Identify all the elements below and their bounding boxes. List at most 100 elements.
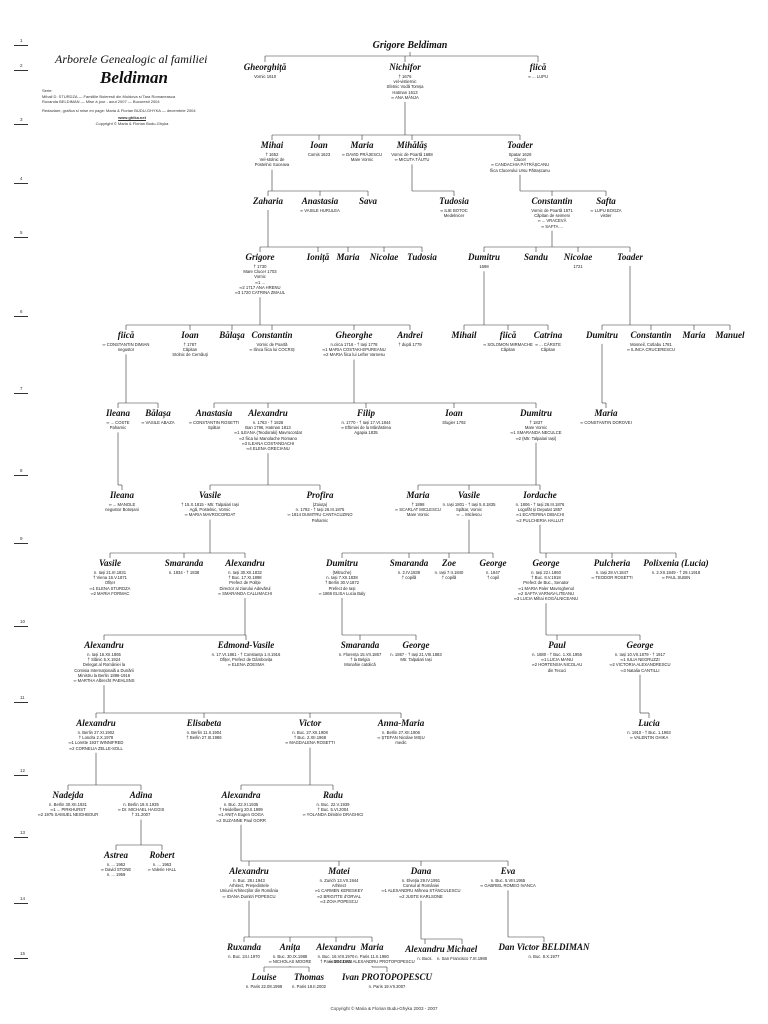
- person-name[interactable]: Nichifor: [389, 62, 421, 72]
- person-name[interactable]: Profira: [306, 490, 334, 500]
- person-detail-line: ∞ MARIA MAVROCORDAT: [184, 512, 236, 518]
- person-name[interactable]: Maria: [336, 252, 360, 262]
- person-name[interactable]: Alexandru: [316, 942, 356, 952]
- person-name[interactable]: Constantin: [531, 196, 573, 206]
- person-name[interactable]: Dana: [410, 866, 432, 876]
- person-name[interactable]: Ioan: [310, 140, 328, 150]
- person-name[interactable]: Maria: [406, 490, 430, 500]
- person-name[interactable]: Ioan: [181, 330, 199, 340]
- person-name[interactable]: Zoe: [442, 558, 456, 568]
- person-name[interactable]: Mihail: [451, 330, 477, 340]
- person-name[interactable]: Ivan PROTOPOPESCU: [341, 972, 433, 982]
- person-name[interactable]: George: [532, 558, 560, 568]
- person-name[interactable]: Tudosia: [439, 196, 469, 206]
- person-name[interactable]: Vasile: [98, 558, 122, 568]
- person-detail-line: medic: [395, 740, 407, 746]
- person-name[interactable]: Dumitru: [519, 408, 553, 418]
- person-name[interactable]: Vasile: [457, 490, 481, 500]
- person-name[interactable]: Smaranda: [340, 640, 380, 650]
- person-name[interactable]: Robert: [149, 850, 175, 860]
- person-name[interactable]: Filip: [356, 408, 376, 418]
- person-name[interactable]: Maria: [360, 942, 384, 952]
- person-name[interactable]: George: [479, 558, 507, 568]
- person-name[interactable]: Alexandra: [221, 790, 261, 800]
- person-name[interactable]: Lucia: [638, 718, 660, 728]
- person-name[interactable]: Matei: [328, 866, 350, 876]
- person-name[interactable]: Zaharia: [252, 196, 284, 206]
- person-name[interactable]: Ioniță: [306, 252, 330, 262]
- person-name[interactable]: Sandu: [523, 252, 549, 262]
- person-name[interactable]: Ileana: [105, 408, 131, 418]
- person-name[interactable]: Anița: [279, 942, 301, 952]
- person-name[interactable]: Anastasia: [195, 408, 233, 418]
- person-name[interactable]: Safta: [596, 196, 616, 206]
- website-link[interactable]: www.ghika.net: [118, 115, 146, 120]
- person-name[interactable]: Alexandru: [229, 866, 269, 876]
- person-name[interactable]: Dumitru: [585, 330, 619, 340]
- person-detail-line: ∞ ... CĂRSTE: [535, 342, 561, 347]
- person-name[interactable]: Eva: [500, 866, 516, 876]
- person-name[interactable]: Dumitru: [467, 252, 501, 262]
- person-name[interactable]: Elisabeta: [186, 718, 222, 728]
- person-name[interactable]: Ioan: [445, 408, 463, 418]
- person-name[interactable]: Bălașa: [145, 408, 171, 418]
- person-name[interactable]: Sava: [359, 196, 377, 206]
- person-name[interactable]: fiică: [529, 62, 547, 72]
- person-name[interactable]: Edmond-Vasile: [217, 640, 275, 650]
- person-name[interactable]: Tudosia: [407, 252, 437, 262]
- person-name[interactable]: Gheorghe: [335, 330, 373, 340]
- person-name[interactable]: Maria: [682, 330, 706, 340]
- person-name[interactable]: Bălaşa: [219, 330, 245, 340]
- person-name[interactable]: Alexandru: [84, 640, 124, 650]
- person-name[interactable]: Ruxanda: [226, 942, 262, 952]
- person-name[interactable]: Toader: [507, 140, 533, 150]
- person-name[interactable]: Adina: [129, 790, 153, 800]
- person-name[interactable]: Alexandru: [225, 558, 265, 568]
- person-name[interactable]: Victor: [298, 718, 322, 728]
- person-name[interactable]: Dumitru: [325, 558, 359, 568]
- person-details: n. 1847† copil: [448, 570, 538, 580]
- person-name[interactable]: Dan Victor BELDIMAN: [498, 942, 590, 952]
- person-detail-line: ∞1 LUCIA MANU: [540, 657, 574, 663]
- person-name[interactable]: Anastasia: [301, 196, 339, 206]
- person-name[interactable]: Michael: [446, 944, 478, 954]
- person-name[interactable]: Maria: [350, 140, 374, 150]
- person-name[interactable]: Toader: [617, 252, 643, 262]
- person-name[interactable]: Andrei: [397, 330, 423, 340]
- person-name[interactable]: Vasile: [198, 490, 222, 500]
- person-details: 1721: [533, 264, 623, 269]
- person-name[interactable]: Ileana: [109, 490, 135, 500]
- person-name[interactable]: Astrea: [103, 850, 129, 860]
- person-name[interactable]: Smaranda: [389, 558, 429, 568]
- person-name[interactable]: Alexandru: [405, 944, 445, 954]
- person-name[interactable]: Pulcheria: [593, 558, 631, 568]
- person-name[interactable]: Nicolae: [563, 252, 593, 262]
- person-name[interactable]: Thomas: [293, 972, 325, 982]
- person-name[interactable]: Paul: [548, 640, 566, 650]
- person-name[interactable]: Manuel: [715, 330, 745, 340]
- person-name[interactable]: Alexandru: [76, 718, 116, 728]
- person-name[interactable]: fiică: [117, 330, 135, 340]
- person-name[interactable]: Alexandru: [248, 408, 288, 418]
- person-name[interactable]: George: [626, 640, 654, 650]
- person-name[interactable]: Maria: [594, 408, 618, 418]
- person-detail-line: † 1837: [529, 420, 543, 425]
- person-name[interactable]: Nicolae: [369, 252, 399, 262]
- person-name[interactable]: Anna-Maria: [377, 718, 425, 728]
- person-name[interactable]: Mihălăș: [396, 140, 428, 150]
- person-name[interactable]: Catrina: [533, 330, 563, 340]
- person-name[interactable]: Gheorghiță: [243, 62, 287, 72]
- person-name[interactable]: Louise: [251, 972, 277, 982]
- person-name[interactable]: Grigore: [245, 252, 275, 262]
- person-name[interactable]: George: [402, 640, 430, 650]
- person-name[interactable]: Iordache: [523, 490, 557, 500]
- person-name[interactable]: fiică: [499, 330, 517, 340]
- person-name[interactable]: Constantin: [251, 330, 293, 340]
- person-name[interactable]: Constantin: [630, 330, 672, 340]
- person-name[interactable]: Mihai: [260, 140, 284, 150]
- person-detail-line: ∞ ELENA ZOESMA: [227, 662, 265, 668]
- person-name[interactable]: Radu: [322, 790, 344, 800]
- person-name[interactable]: Smaranda: [164, 558, 204, 568]
- person-name[interactable]: Polixenia (Lucia): [643, 558, 709, 568]
- person-name[interactable]: Nadejda: [52, 790, 84, 800]
